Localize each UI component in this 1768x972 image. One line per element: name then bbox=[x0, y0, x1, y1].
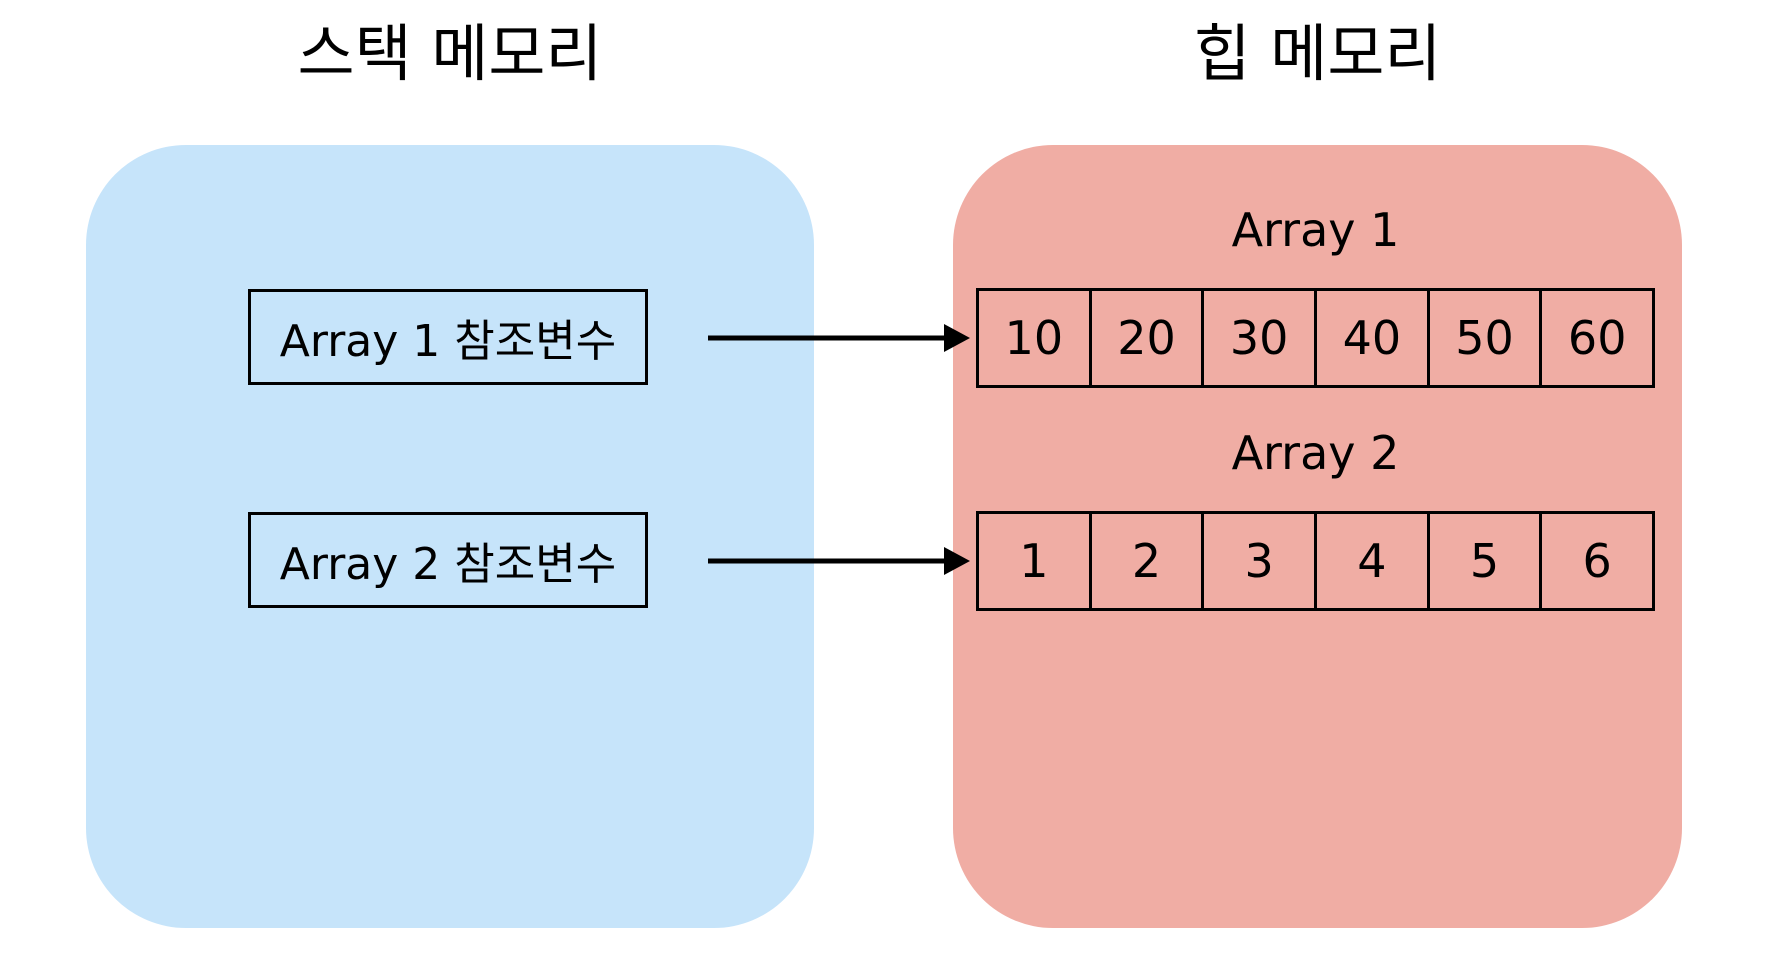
stack-memory-title: 스택 메모리 bbox=[297, 17, 603, 90]
array-cell: 5 bbox=[1426, 514, 1540, 608]
array-cell: 2 bbox=[1088, 514, 1202, 608]
array-cell: 10 bbox=[1004, 311, 1064, 365]
array-cell: 1 bbox=[1019, 534, 1049, 588]
array-cell: 4 bbox=[1314, 514, 1427, 608]
array-cell: 20 bbox=[1088, 291, 1202, 385]
array-cell: 50 bbox=[1426, 291, 1540, 385]
heap-memory-region bbox=[953, 145, 1682, 928]
array-cell: 30 bbox=[1201, 291, 1314, 385]
array-1-label: Array 1 bbox=[1231, 203, 1400, 257]
array-cell: 60 bbox=[1539, 291, 1652, 385]
array-cell: 3 bbox=[1201, 514, 1314, 608]
array-1-row: 10 20 30 40 50 60 bbox=[976, 288, 1655, 388]
stack-memory-region bbox=[86, 145, 814, 928]
heap-memory-title: 힙 메모리 bbox=[1193, 17, 1442, 90]
array-2-reference-variable: Array 2 참조변수 bbox=[248, 512, 648, 608]
array-2-label: Array 2 bbox=[1231, 426, 1400, 480]
array-cell: 6 bbox=[1539, 514, 1652, 608]
array-cell: 40 bbox=[1314, 291, 1427, 385]
array-2-row: 1 2 3 4 5 6 bbox=[976, 511, 1655, 611]
array-1-reference-variable: Array 1 참조변수 bbox=[248, 289, 648, 385]
